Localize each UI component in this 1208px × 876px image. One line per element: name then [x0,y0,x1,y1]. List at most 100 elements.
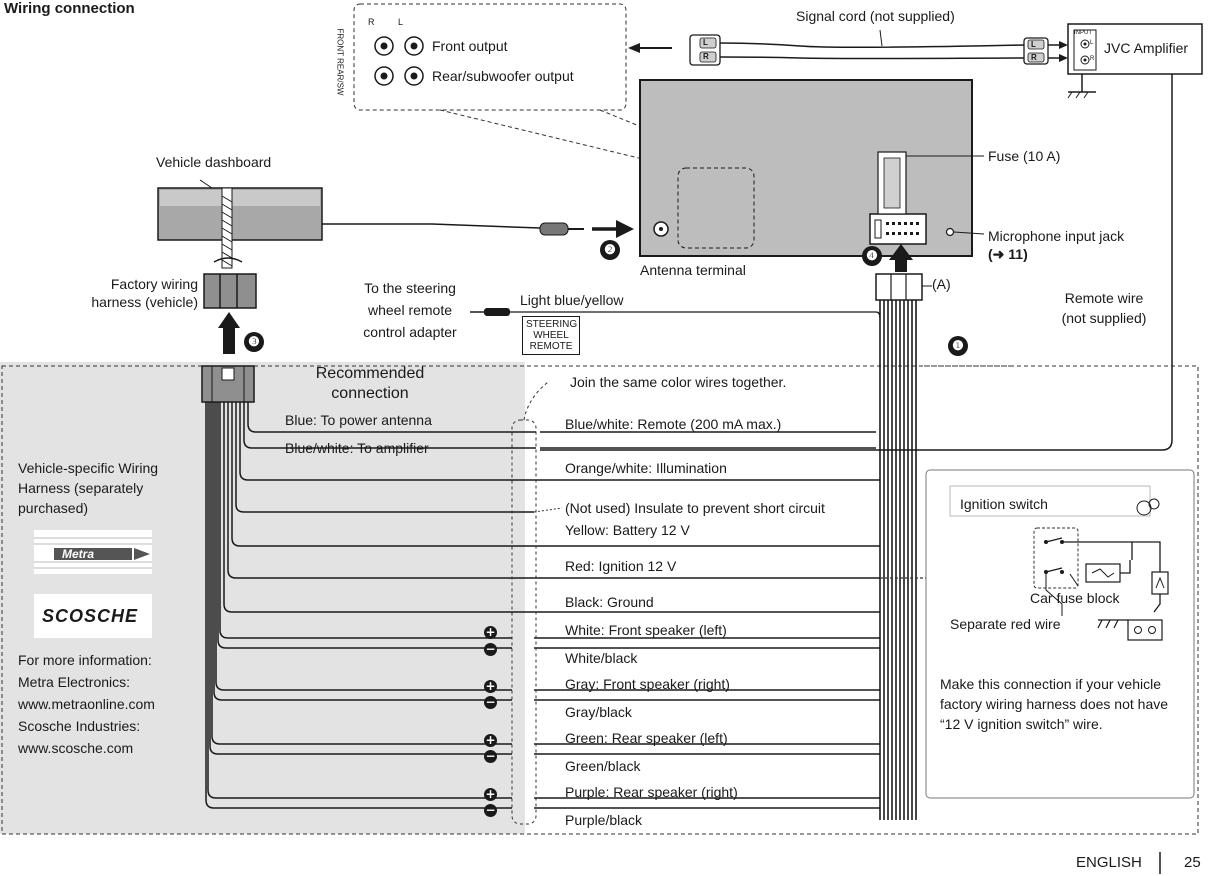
plus-front-right: + [484,679,497,693]
steering-box-line3: REMOTE [529,341,573,352]
steering-box-line2: WHEEL [533,330,569,341]
plus-rear-left: + [484,733,497,747]
harness-dashed-outline [1,365,1199,835]
wire-label-8: Gray: Front speaker (right) [565,676,730,692]
ignition-switch-label: Ignition switch [960,496,1048,512]
antenna-plug [539,222,569,236]
mic-jack-label: Microphone input jack [988,228,1125,244]
amp-r-label: R [1090,56,1095,62]
join-note-label: Join the same color wires together. [570,374,787,390]
steering-adapter-line3: control adapter [363,324,457,340]
fuse-label: Fuse (10 A) [988,148,1061,164]
metra-logo-text: Metra [62,547,95,561]
wire-label-9: Gray/black [565,704,632,720]
plug-l-right: L [1031,40,1036,49]
mic-input-jack [945,227,955,237]
wire-label-11: Green/black [565,758,641,774]
wire-label-10: Green: Rear speaker (left) [565,730,728,746]
wire-label-5: Black: Ground [565,594,654,610]
wire-label-13: Purple/black [565,812,643,828]
wire-label-7: White/black [565,650,638,666]
vehicle-specific-connector [201,365,255,403]
ignition-switch-symbol [1033,527,1079,589]
steering-adapter-line2: wheel remote [367,302,453,318]
battery-symbol [1127,619,1163,641]
wire-label-2: (Not used) Insulate to prevent short cir… [565,500,825,516]
steering-wheel-remote-box: STEERING WHEEL REMOTE [522,316,580,355]
amplifier-label: JVC Amplifier [1104,40,1189,56]
footer-language: ENGLISH [1076,854,1142,871]
wire-label-1: Orange/white: Illumination [565,460,727,476]
recommended-line2: connection [331,385,409,402]
plug-r-left: R [703,52,709,61]
steering-box-line1: STEERING [526,319,578,330]
step-2-badge: ❷ [600,240,620,260]
ignition-note-1: Make this connection if your vehicle [940,676,1161,692]
minus-front-right: − [484,695,497,709]
plug-l-left: L [703,38,708,47]
mic-jack-ref: (➜ 11) [988,246,1028,262]
rca-r-label: R [368,17,375,27]
wire-label-0: Blue/white: Remote (200 mA max.) [565,416,782,432]
plus-front-left: + [484,625,497,639]
scosche-logo-text: SCOSCHE [42,606,139,626]
blue-white-amp-label: Blue/white: To amplifier [285,440,429,456]
page-title: Wiring connection [4,0,135,17]
step-1-badge: ❶ [948,336,968,356]
footer-page-number: 25 [1184,854,1201,871]
vehicle-dashboard-label: Vehicle dashboard [156,154,272,170]
recommended-line1: Recommended [315,365,425,382]
steering-adapter-line1: To the steering [364,280,456,296]
car-fuse-block-label: Car fuse block [1030,590,1120,606]
wire-label-6: White: Front speaker (left) [565,622,727,638]
amp-input-label: INPUT [1074,30,1092,36]
signal-cord-label: Signal cord (not supplied) [796,8,955,24]
ignition-panel [925,469,1195,799]
remote-wire-label-2: (not supplied) [1061,310,1147,326]
more-info-3: Scosche Industries: [18,718,141,734]
wire-label-4: Red: Ignition 12 V [565,558,677,574]
blue-antenna-label: Blue: To power antenna [285,412,432,428]
rca-jacks [374,36,424,86]
connector-a-label: (A) [932,276,951,292]
connector-a [875,273,923,301]
step-4-badge: ❹ [862,246,882,266]
wire-label-3: Yellow: Battery 12 V [565,522,690,538]
front-output-label: Front output [432,38,508,54]
rca-l-label: L [398,17,404,27]
rca-dashed-box [353,3,627,111]
more-info-1: Metra Electronics: [18,674,131,690]
remote-wire-label-1: Remote wire [1064,290,1144,306]
step-3-badge: ❸ [244,332,264,352]
plus-rear-right: + [484,787,497,801]
more-info-4: www.scosche.com [18,740,134,756]
amp-l-label: L [1090,40,1094,46]
factory-harness-connector [203,273,257,309]
rca-vertical-label: FRONT REAR/SW [335,28,345,96]
ignition-note-2: factory wiring harness does not have [940,696,1169,712]
minus-rear-right: − [484,803,497,817]
scosche-logo-graphic [34,594,152,638]
wire-label-12: Purple: Rear speaker (right) [565,784,738,800]
ignition-note-3: “12 V ignition switch” wire. [940,716,1103,732]
more-info-0: For more information: [18,652,152,668]
metra-logo-graphic [34,530,152,574]
rear-output-label: Rear/subwoofer output [432,68,574,84]
key-icon [1136,498,1160,516]
vehicle-specific-line2: Harness (separately [18,480,144,496]
vehicle-specific-line3: purchased) [18,500,89,516]
factory-harness-label-2: harness (vehicle) [91,294,198,310]
more-info-2: www.metraonline.com [18,696,155,712]
plug-r-right: R [1031,53,1037,62]
car-fuse-block-symbol [1085,563,1121,583]
light-blue-wire-label: Light blue/yellow [520,292,624,308]
separate-red-wire-label: Separate red wire [950,616,1061,632]
factory-harness-label-1: Factory wiring [110,276,198,292]
minus-front-left: − [484,642,497,656]
steering-lead-plug [484,308,510,316]
antenna-terminal-label: Antenna terminal [640,262,746,278]
minus-rear-left: − [484,749,497,763]
vehicle-specific-line1: Vehicle-specific Wiring [18,460,159,476]
